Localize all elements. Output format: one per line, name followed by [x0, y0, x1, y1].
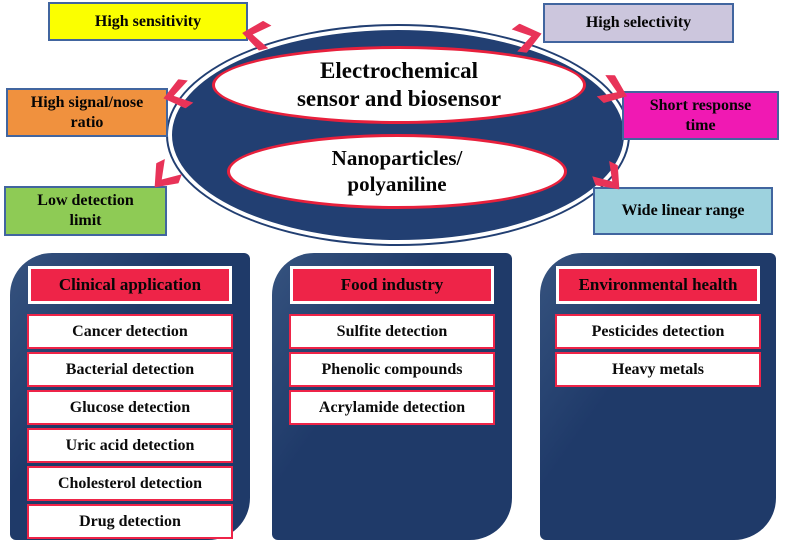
panel-header-clinical-application: Clinical application — [28, 266, 232, 304]
sensor-ellipse: Electrochemical sensor and biosensor — [212, 46, 586, 124]
list-item: Acrylamide detection — [289, 390, 495, 425]
list-item: Glucose detection — [27, 390, 233, 425]
material-ellipse-label: Nanoparticles/ polyaniline — [331, 146, 463, 196]
panel-food-industry: Food industry Sulfite detection Phenolic… — [272, 253, 512, 540]
panel-header-environmental-health: Environmental health — [556, 266, 760, 304]
list-item: Heavy metals — [555, 352, 761, 387]
feature-box-high-signal-nose-ratio: High signal/nose ratio — [6, 88, 168, 137]
feature-box-high-selectivity: High selectivity — [543, 3, 734, 43]
list-item: Pesticides detection — [555, 314, 761, 349]
material-ellipse: Nanoparticles/ polyaniline — [227, 134, 567, 209]
list-item: Phenolic compounds — [289, 352, 495, 387]
list-item: Cancer detection — [27, 314, 233, 349]
sensor-ellipse-label: Electrochemical sensor and biosensor — [296, 58, 502, 111]
panel-clinical-application: Clinical application Cancer detection Ba… — [10, 253, 250, 540]
feature-box-wide-linear-range: Wide linear range — [593, 187, 773, 235]
list-item: Drug detection — [27, 504, 233, 539]
list-item: Sulfite detection — [289, 314, 495, 349]
panel-header-food-industry: Food industry — [290, 266, 494, 304]
panel-environmental-health: Environmental health Pesticides detectio… — [540, 253, 776, 540]
list-item: Cholesterol detection — [27, 466, 233, 501]
feature-box-low-detection-limit: Low detection limit — [4, 186, 167, 236]
feature-box-short-response-time: Short response time — [622, 91, 779, 140]
list-item: Uric acid detection — [27, 428, 233, 463]
list-item: Bacterial detection — [27, 352, 233, 387]
feature-box-high-sensitivity: High sensitivity — [48, 2, 248, 41]
